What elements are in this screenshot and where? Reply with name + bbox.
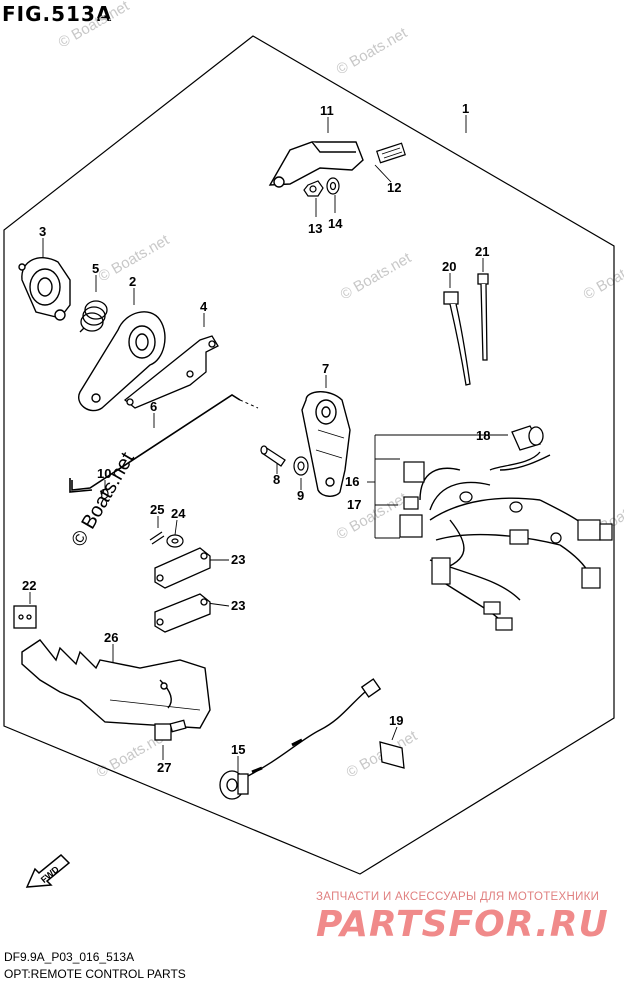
callout-label: 9 bbox=[297, 488, 304, 503]
callout-label: 26 bbox=[104, 630, 118, 645]
callout-label: 22 bbox=[22, 578, 36, 593]
watermark: © Boats.net bbox=[334, 489, 411, 543]
callout-label: 8 bbox=[273, 472, 280, 487]
pad-19 bbox=[379, 741, 405, 769]
cable-tie-20 bbox=[443, 291, 471, 386]
fwd-arrow-icon: FWD bbox=[25, 853, 71, 888]
callout-label: 19 bbox=[389, 713, 403, 728]
cable-15 bbox=[243, 678, 382, 779]
washer-9 bbox=[293, 456, 309, 476]
callout-label: 6 bbox=[150, 399, 157, 414]
callout-label: 4 bbox=[200, 299, 208, 314]
brand-tagline: ЗАПЧАСТИ И АКСЕССУАРЫ ДЛЯ МОТОТЕХНИКИ bbox=[316, 891, 600, 903]
callout-label: 21 bbox=[475, 244, 489, 259]
callout-label: 5 bbox=[92, 261, 99, 276]
clip-25 bbox=[149, 531, 165, 545]
callout-label: 15 bbox=[231, 742, 245, 757]
callout-label: 25 bbox=[150, 502, 164, 517]
callout-labels: 1 2 3 4 5 6 7 8 9 10 11 12 13 14 15 16 1… bbox=[22, 101, 490, 775]
pin-8 bbox=[260, 445, 286, 467]
plug-15 bbox=[219, 770, 249, 800]
callout-label: 20 bbox=[442, 259, 456, 274]
callout-label: 17 bbox=[347, 497, 361, 512]
relay-17 bbox=[403, 496, 419, 510]
rod-6 bbox=[69, 394, 259, 493]
callout-label: 2 bbox=[129, 274, 136, 289]
nut-13 bbox=[303, 180, 324, 197]
figure-name: OPT:REMOTE CONTROL PARTS bbox=[4, 967, 186, 981]
bracket-11 bbox=[268, 141, 364, 188]
cam-3 bbox=[18, 257, 71, 321]
callout-label: 23 bbox=[231, 598, 245, 613]
link-4 bbox=[123, 335, 219, 409]
callout-label: 1 bbox=[462, 101, 469, 116]
bracket-26 bbox=[21, 639, 211, 729]
callout-label: 18 bbox=[476, 428, 490, 443]
bolt-27 bbox=[154, 719, 187, 741]
spring-5 bbox=[79, 300, 108, 333]
callout-label: 14 bbox=[328, 216, 343, 231]
lever-2 bbox=[78, 311, 166, 412]
harness-connectors bbox=[399, 461, 613, 631]
leader-lines bbox=[29, 115, 508, 772]
callout-label: 27 bbox=[157, 760, 171, 775]
callout-label: 10 bbox=[97, 466, 111, 481]
pad-22 bbox=[13, 605, 37, 629]
arm-7 bbox=[301, 391, 351, 497]
figure-code: DF9.9A_P03_016_513A bbox=[4, 950, 135, 964]
watermark: © Boats.net bbox=[338, 249, 415, 303]
grommet-18 bbox=[489, 425, 544, 471]
figure-title: FIG.513A bbox=[2, 2, 113, 26]
callout-label: 7 bbox=[322, 361, 329, 376]
washer-24 bbox=[166, 534, 184, 548]
diagram-frame bbox=[3, 35, 615, 875]
callout-label: 24 bbox=[171, 506, 186, 521]
callout-label: 16 bbox=[345, 474, 359, 489]
callout-label: 13 bbox=[308, 221, 322, 236]
link-23-upper bbox=[154, 547, 211, 589]
bolt-12 bbox=[376, 142, 406, 164]
watermark: © Boats.net bbox=[334, 24, 411, 78]
callout-label: 11 bbox=[320, 103, 334, 118]
callout-label: 3 bbox=[39, 224, 46, 239]
clip-10 bbox=[100, 488, 109, 500]
brand-logo: PARTSFOR.RU bbox=[316, 904, 609, 945]
callout-label: 12 bbox=[387, 180, 401, 195]
cable-tie-21 bbox=[477, 273, 489, 361]
callout-label: 23 bbox=[231, 552, 245, 567]
harness-16 bbox=[419, 454, 591, 621]
watermark: © Boats.net bbox=[581, 249, 624, 303]
watermark: © Boats.net bbox=[56, 0, 133, 51]
link-23-lower bbox=[154, 593, 211, 633]
washer-14 bbox=[326, 177, 340, 195]
